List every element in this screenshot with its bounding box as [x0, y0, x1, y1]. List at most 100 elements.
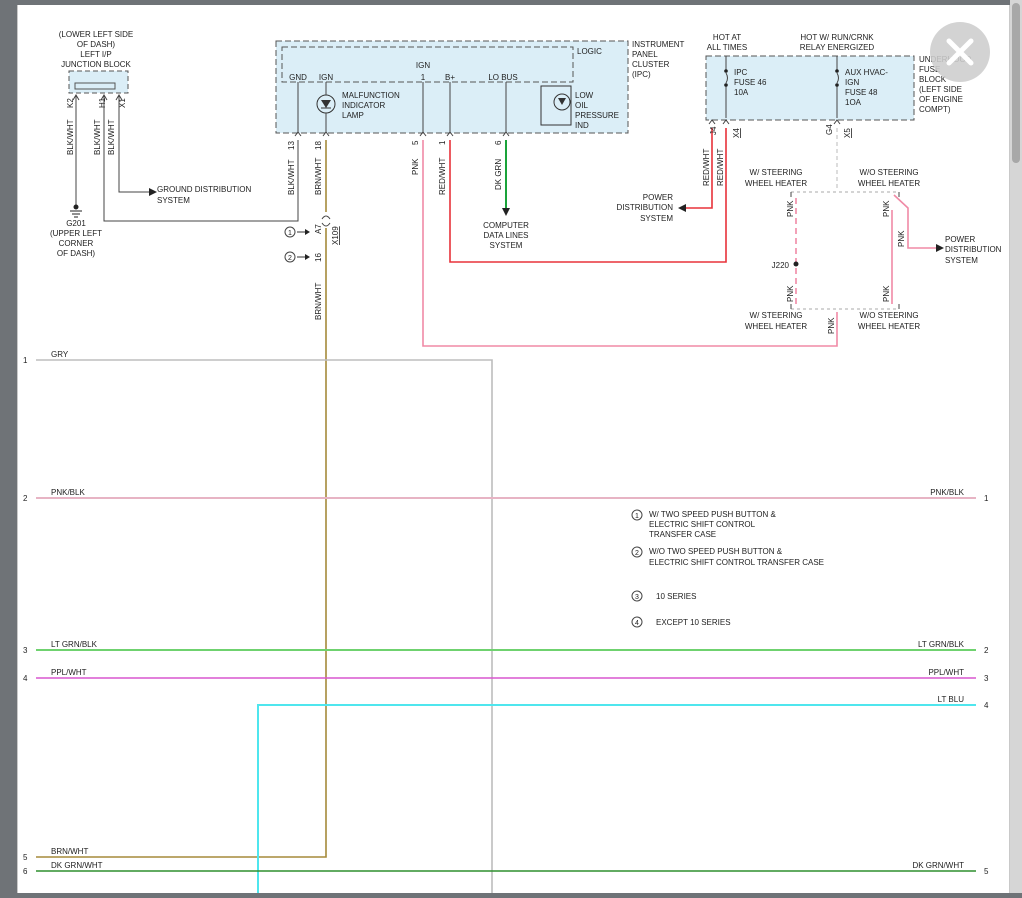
arrow-icon [678, 204, 686, 212]
mil-label: LAMP [342, 111, 364, 120]
wire-label: BLK/WHT [66, 119, 75, 155]
red-wht-wire [685, 128, 713, 209]
power-dist-label: SYSTEM [945, 256, 978, 265]
cdl-label: SYSTEM [490, 241, 523, 250]
heater-option-label: WHEEL HEATER [745, 322, 807, 331]
wire-label: LT BLU [938, 695, 965, 704]
pin-label: X5 [843, 128, 852, 138]
fuse-hot-label: RELAY ENERGIZED [800, 43, 875, 52]
bplus-label: B+ [445, 73, 455, 82]
fuse-block-title: (LEFT SIDE [919, 85, 962, 94]
fuse-block-title: BLOCK [919, 75, 947, 84]
junction-block-title: OF DASH) [77, 40, 116, 49]
pin-label: K2 [66, 98, 75, 108]
wire-label: BLK/WHT [93, 119, 102, 155]
logic-label: LOGIC [577, 47, 602, 56]
fuse-block-title: FUSE [919, 65, 940, 74]
wire-label: PNK [897, 230, 906, 247]
note-number: 4 [635, 620, 639, 627]
note-ref-1: 1 [284, 226, 310, 238]
note-text: ELECTRIC SHIFT CONTROL [649, 520, 756, 529]
ipc-title: (IPC) [632, 70, 651, 79]
note-number: 1 [635, 513, 639, 520]
close-button[interactable] [930, 22, 990, 82]
pnk-wire-without-heater [891, 194, 937, 304]
junction-block-title: (LOWER LEFT SIDE [59, 30, 134, 39]
connector-id: X109 [331, 226, 340, 245]
fuse-label: IGN [845, 78, 859, 87]
wire-number: 5 [23, 853, 28, 862]
gry-wire [36, 359, 493, 893]
wire-label: RED/WHT [702, 149, 711, 186]
power-dist-label: DISTRIBUTION [617, 203, 674, 212]
junction-block: (LOWER LEFT SIDE OF DASH) LEFT I/P JUNCT… [59, 30, 134, 155]
pin-label: 18 [314, 141, 323, 150]
scrollbar-thumb[interactable] [1012, 3, 1020, 163]
wire-label: PPL/WHT [51, 668, 87, 677]
cdl-label: COMPUTER [483, 221, 529, 230]
note-text: ELECTRIC SHIFT CONTROL TRANSFER CASE [649, 558, 824, 567]
fuse-block-title: COMPT) [919, 105, 951, 114]
note-text: EXCEPT 10 SERIES [656, 618, 731, 627]
wire-label: LT GRN/BLK [918, 640, 965, 649]
wire-number: 5 [984, 867, 989, 876]
ground-wires [72, 94, 299, 222]
wire-number: 1 [984, 494, 989, 503]
fuse-leads [708, 56, 841, 125]
wire-label: PNK [882, 200, 891, 217]
ground-location: (UPPER LEFT [50, 229, 102, 238]
junction-block-box [68, 70, 129, 94]
pnk-wire [422, 140, 838, 347]
wire-label: BRN/WHT [314, 283, 323, 320]
wire-label: BLK/WHT [287, 159, 296, 195]
pin-label: 5 [411, 140, 420, 145]
heater-option-label: WHEEL HEATER [858, 179, 920, 188]
wire-label: PNK [827, 317, 836, 334]
note-number: 2 [635, 550, 639, 557]
wire-number: 4 [23, 674, 28, 683]
ground-id: G201 [66, 219, 86, 228]
mil-label: MALFUNCTION [342, 91, 400, 100]
wiring-diagram: (LOWER LEFT SIDE OF DASH) LEFT I/P JUNCT… [23, 30, 1002, 893]
brn-wht-wire [36, 228, 327, 858]
wire-number: 4 [984, 701, 989, 710]
arrow-icon [149, 188, 157, 196]
fuse-hot-label: HOT AT [713, 33, 741, 42]
fuse-block-title: OF ENGINE [919, 95, 963, 104]
pin-label: G4 [825, 124, 834, 135]
pin-label: 16 [314, 253, 323, 262]
note-text: 10 SERIES [656, 592, 696, 601]
heater-option-label: WHEEL HEATER [858, 322, 920, 331]
oil-label: IND [575, 121, 589, 130]
heater-option-label: W/O STEERING [859, 311, 918, 320]
wire-label: PNK/BLK [51, 488, 85, 497]
wire-label: GRY [51, 350, 69, 359]
note-text: W/O TWO SPEED PUSH BUTTON & [649, 547, 783, 556]
ground-distribution-label: GROUND DISTRIBUTION [157, 185, 251, 194]
gnd-label: GND [289, 73, 307, 82]
power-dist-label: SYSTEM [640, 214, 673, 223]
wire-number: 2 [23, 494, 28, 503]
svg-text:2: 2 [288, 255, 292, 262]
note-text: W/ TWO SPEED PUSH BUTTON & [649, 510, 776, 519]
pin-label: 1 [438, 140, 447, 145]
wire-label: DK GRN/WHT [912, 861, 964, 870]
note-number: 3 [635, 594, 639, 601]
wire-label: LT GRN/BLK [51, 640, 98, 649]
wire-label: PNK [882, 285, 891, 302]
wire-label: RED/WHT [716, 149, 725, 186]
fuse-label: IPC [734, 68, 748, 77]
power-dist-label: POWER [945, 235, 975, 244]
heater-option-label: W/O STEERING [859, 168, 918, 177]
scrollbar[interactable] [1010, 0, 1022, 893]
ipc-title: INSTRUMENT [632, 40, 685, 49]
note-text: TRANSFER CASE [649, 530, 716, 539]
fuse-block-box [705, 55, 915, 121]
pin-label: X1 [118, 98, 127, 108]
ground-location: CORNER [59, 239, 94, 248]
lo-bus-label: LO BUS [488, 73, 517, 82]
oil-label: PRESSURE [575, 111, 619, 120]
wire-label: PNK [411, 158, 420, 175]
wire-number: 2 [984, 646, 989, 655]
arrow-icon [936, 244, 944, 252]
